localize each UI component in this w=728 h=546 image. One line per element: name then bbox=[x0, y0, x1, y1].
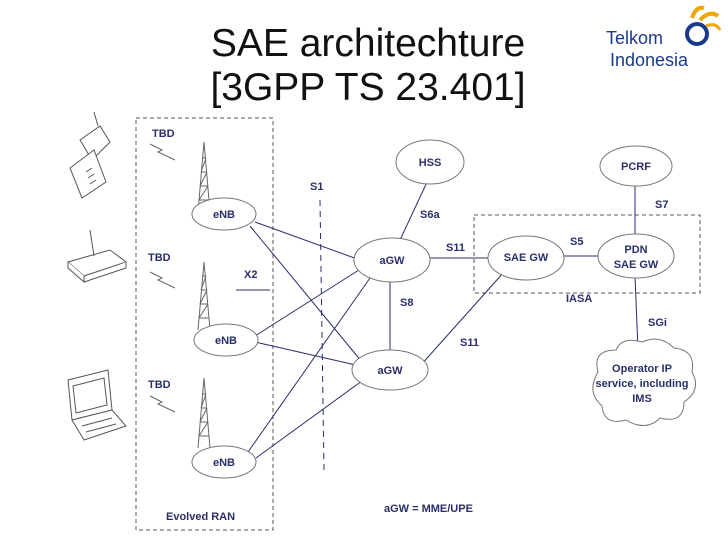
agw2-label: aGW bbox=[377, 365, 403, 377]
pdn-gw-label-line1: PDN bbox=[624, 244, 647, 256]
s11-bottom-label: S11 bbox=[460, 337, 479, 349]
page-title: SAE architechture [3GPP TS 23.401] bbox=[198, 22, 538, 110]
enb3-agw1-link bbox=[247, 277, 371, 453]
hss-label: HSS bbox=[419, 157, 442, 169]
mobile-phone-icon bbox=[69, 111, 111, 199]
s6a-label: S6a bbox=[420, 209, 440, 221]
antenna-tower-icon bbox=[197, 261, 211, 331]
agw1-label: aGW bbox=[379, 255, 405, 267]
pdn-gw-node: PDN SAE GW bbox=[597, 233, 675, 279]
radio-signal-icon bbox=[149, 395, 176, 413]
enb1-node: eNB bbox=[191, 197, 257, 231]
enb2-label: eNB bbox=[215, 335, 237, 347]
s8-label: S8 bbox=[400, 297, 413, 309]
sgi-label: SGi bbox=[648, 317, 667, 329]
logo-text-telkom: Telkom bbox=[606, 28, 663, 48]
wireless-router-icon bbox=[66, 229, 128, 284]
enb3-node: eNB bbox=[191, 445, 257, 479]
antenna-tower-icon bbox=[197, 141, 211, 213]
title-line-1: SAE architechture bbox=[210, 22, 526, 65]
hss-node: HSS bbox=[395, 139, 465, 185]
enb1-agw1-link bbox=[254, 221, 361, 261]
enb1-label: eNB bbox=[213, 209, 235, 221]
iasa-label: IASA bbox=[566, 293, 592, 305]
enb2-node: eNB bbox=[193, 323, 259, 357]
s6a-link bbox=[399, 179, 429, 241]
s1-reference-line bbox=[319, 199, 325, 471]
s11-bottom-link bbox=[419, 271, 505, 367]
connections bbox=[236, 179, 639, 459]
iasa-boundary bbox=[473, 214, 701, 294]
enb3-agw2-link bbox=[255, 377, 367, 459]
logo-swirl-icon bbox=[685, 5, 722, 46]
s5-label: S5 bbox=[570, 236, 583, 248]
sae-gw-node: SAE GW bbox=[487, 235, 565, 281]
tbd-label-3: TBD bbox=[148, 379, 171, 391]
s1-label: S1 bbox=[310, 181, 323, 193]
tbd-label-1: TBD bbox=[152, 128, 175, 140]
title-line-2: [3GPP TS 23.401] bbox=[210, 66, 526, 109]
enb1-agw2-link bbox=[249, 225, 363, 363]
operator-ip-label-line2: service, including bbox=[596, 378, 689, 390]
pcrf-node: PCRF bbox=[599, 145, 673, 187]
agw1-node: aGW bbox=[353, 237, 431, 283]
pdn-gw-label-line2: SAE GW bbox=[614, 259, 659, 271]
pcrf-label: PCRF bbox=[621, 161, 651, 173]
operator-ip-cloud: Operator IP service, including IMS bbox=[592, 338, 697, 426]
s7-label: S7 bbox=[655, 199, 668, 211]
operator-ip-label-line3: IMS bbox=[632, 393, 652, 405]
agw-legend: aGW = MME/UPE bbox=[384, 503, 473, 515]
antenna-tower-icon bbox=[197, 377, 211, 449]
agw2-node: aGW bbox=[351, 349, 429, 391]
operator-ip-label-line1: Operator IP bbox=[612, 363, 672, 375]
laptop-icon bbox=[67, 369, 127, 441]
sae-gw-label: SAE GW bbox=[504, 252, 549, 264]
enb2-agw2-link bbox=[254, 341, 361, 367]
logo-text-indonesia: Indonesia bbox=[610, 50, 689, 70]
sgi-link bbox=[634, 275, 639, 351]
tbd-label-2: TBD bbox=[148, 252, 171, 264]
evolved-ran-label: Evolved RAN bbox=[166, 511, 235, 523]
radio-signal-icon bbox=[149, 271, 176, 289]
enb2-agw1-link bbox=[254, 267, 363, 337]
x2-label: X2 bbox=[244, 269, 257, 281]
radio-signal-icon bbox=[149, 143, 176, 161]
enb3-label: eNB bbox=[213, 457, 235, 469]
telkom-indonesia-logo: Telkom Indonesia bbox=[606, 5, 722, 70]
s11-top-label: S11 bbox=[446, 242, 465, 254]
